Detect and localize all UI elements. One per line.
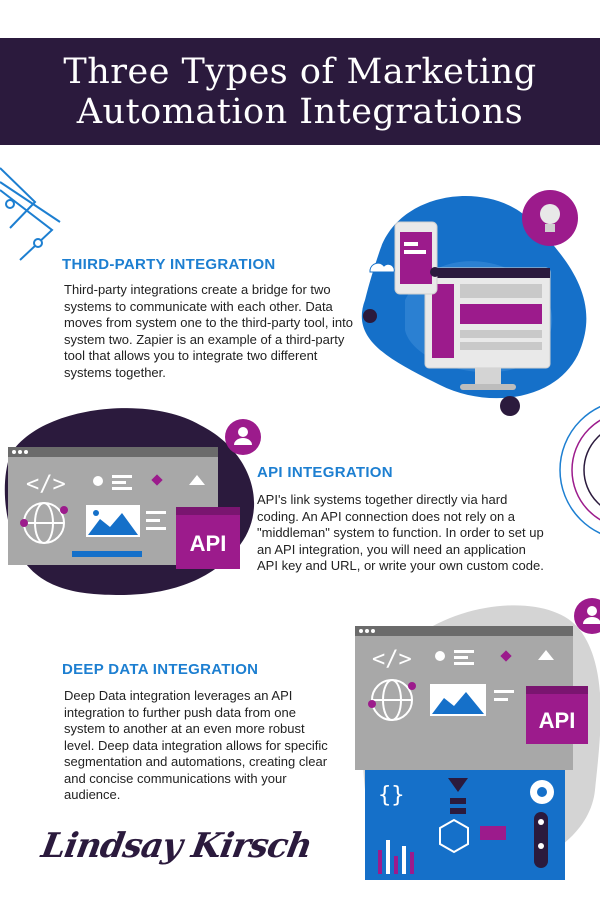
api-badge-label: API: [190, 531, 227, 556]
title-banner: Three Types of Marketing Automation Inte…: [0, 38, 600, 145]
target-rings-decoration: [559, 405, 600, 535]
user-icon: [234, 427, 252, 445]
api-badge-2: [526, 686, 588, 744]
deep-data-heading: DEEP DATA INTEGRATION: [62, 661, 259, 678]
signature: Lindsay Kirsch: [38, 826, 315, 866]
deep-data-illustration: </> API {}: [355, 598, 600, 880]
third-party-body: Third-party integrations create a bridge…: [64, 282, 354, 380]
api-body: API's link systems together directly via…: [257, 492, 544, 573]
user-icon-2: [583, 606, 600, 624]
deep-data-body: Deep Data integration leverages an API i…: [64, 688, 328, 802]
code-icon-2: </>: [372, 647, 412, 672]
circuit-lines-decoration: [0, 167, 61, 261]
page-title: Three Types of Marketing Automation Inte…: [0, 52, 600, 132]
third-party-heading: THIRD-PARTY INTEGRATION: [62, 256, 276, 273]
third-party-illustration: [361, 190, 587, 416]
api-heading: API INTEGRATION: [257, 464, 393, 481]
lightbulb-icon: [540, 204, 560, 232]
api-badge: [176, 507, 240, 569]
title-line-2: Automation Integrations: [76, 92, 524, 132]
title-line-1: Three Types of Marketing: [63, 52, 537, 92]
api-badge-label-2: API: [539, 708, 576, 733]
code-icon: </>: [26, 472, 66, 497]
cube-icon: [439, 818, 469, 854]
api-illustration: </> API: [4, 408, 261, 595]
braces-icon: {}: [378, 783, 405, 808]
